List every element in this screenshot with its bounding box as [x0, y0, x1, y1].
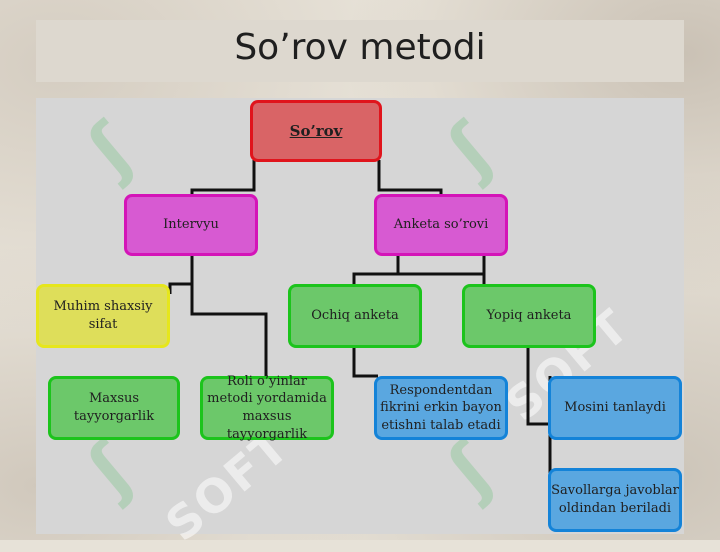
node-yopiq-label: Yopiq anketa: [486, 308, 572, 324]
node-maxsus-tayyorgarlik: Maxsus tayyorgarlik: [48, 376, 180, 440]
title-bar: [36, 20, 684, 82]
node-mosini-tanlaydi: Mosini tanlaydi: [548, 376, 682, 440]
slide-title: So’rov metodi: [234, 27, 486, 68]
diagram-canvas: ʃ ʃ ʃ ʃ SOFT SOFT So’rov Intervyu: [36, 98, 684, 552]
root-node-label: So’rov: [289, 121, 343, 140]
root-node-sorov: So’rov: [250, 100, 382, 162]
node-intervyu: Intervyu: [124, 194, 258, 256]
node-roli-label: Roli o’yinlar metodi yordamida maxsus ta…: [207, 373, 327, 442]
node-ochiq-label: Ochiq anketa: [311, 308, 399, 324]
node-roli-oyinlar: Roli o’yinlar metodi yordamida maxsus ta…: [200, 373, 334, 442]
node-yopiq-anketa: Yopiq anketa: [462, 284, 596, 348]
node-maxsus-label: Maxsus tayyorgarlik: [73, 391, 155, 424]
node-mosini-label: Mosini tanlaydi: [564, 400, 666, 416]
node-savollarga-javoblar: Savollarga javoblar oldindan beriladi: [548, 468, 682, 532]
node-respondentdan: Respondentdan fikrini erkin bayon etishn…: [374, 376, 508, 440]
node-anketa-sorovi: Anketa so’rovi: [374, 194, 508, 256]
node-anketa-label: Anketa so’rovi: [393, 217, 489, 233]
node-ochiq-anketa: Ochiq anketa: [288, 284, 422, 348]
node-muhim-shaxsiy-sifat: Muhim shaxsiy sifat: [36, 284, 170, 348]
node-intervyu-label: Intervyu: [163, 217, 219, 233]
node-muhim-label: Muhim shaxsiy sifat: [53, 299, 153, 332]
node-respondentdan-label: Respondentdan fikrini erkin bayon etishn…: [380, 382, 502, 433]
node-savollarga-label: Savollarga javoblar oldindan beriladi: [551, 483, 679, 516]
